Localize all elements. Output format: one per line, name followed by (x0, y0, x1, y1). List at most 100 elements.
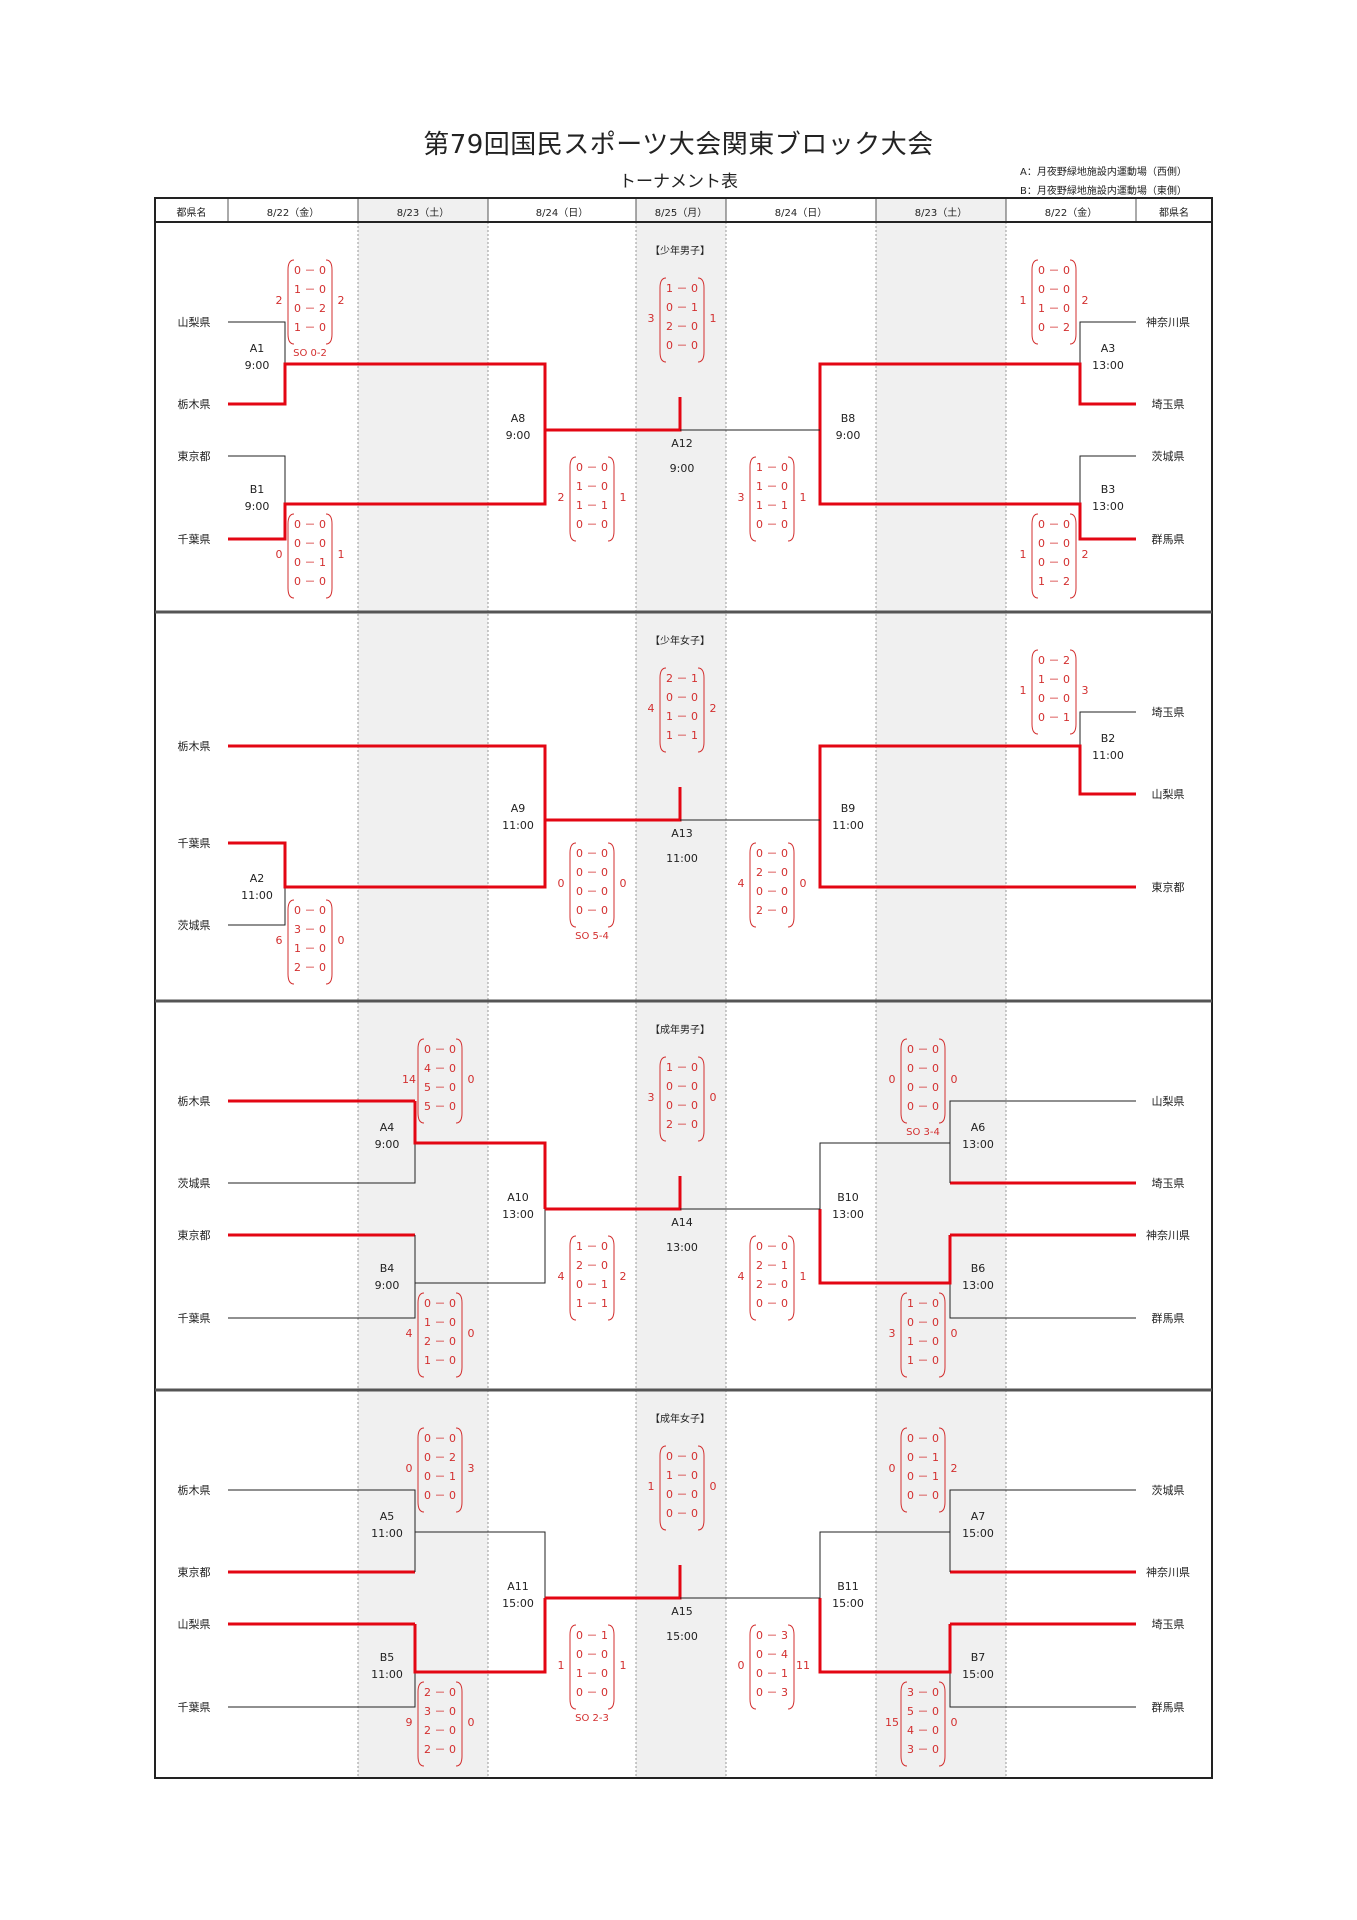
score-bracket-left (417, 1292, 425, 1378)
score-row: 5 － 0 (907, 1705, 939, 1718)
score-row: 0 － 0 (1038, 537, 1070, 550)
match-id: B11 (837, 1580, 859, 1593)
section-label: 【成年女子】 (650, 1412, 710, 1425)
match-id: A10 (507, 1191, 529, 1204)
score-total-right: 2 (1082, 548, 1089, 561)
score-bracket-right (1069, 649, 1077, 735)
team-name: 山梨県 (1152, 1094, 1185, 1108)
match-time: 13:00 (962, 1138, 994, 1151)
score-bracket-right (607, 1235, 615, 1321)
score-row: 0 － 0 (576, 847, 608, 860)
score-row: 2 － 1 (756, 1259, 788, 1272)
match-id: A7 (971, 1510, 986, 1523)
match-id: A3 (1101, 342, 1116, 355)
team-name: 茨城県 (178, 918, 211, 932)
score-row: 1 － 0 (576, 1240, 608, 1253)
score-bracket-left (417, 1038, 425, 1124)
header-cell: 8/24（日） (775, 207, 827, 219)
score-total-right: 0 (710, 1480, 717, 1493)
bracket-line (949, 1283, 1136, 1319)
score-total-left: 0 (889, 1462, 896, 1475)
shootout-note: SO 2-3 (575, 1713, 609, 1724)
match-time: 13:00 (666, 1241, 698, 1254)
score-bracket-left (287, 259, 295, 345)
match-id: A1 (250, 342, 265, 355)
score-row: 0 － 0 (666, 1488, 698, 1501)
match-time: 9:00 (245, 359, 270, 372)
score-row: 0 － 0 (756, 1240, 788, 1253)
score-bracket-left (900, 1292, 908, 1378)
score-bracket-right (787, 1624, 795, 1710)
score-total-left: 3 (889, 1327, 896, 1340)
bracket-line (228, 321, 286, 364)
score-row: 5 － 0 (424, 1100, 456, 1113)
team-name: 茨城県 (178, 1176, 211, 1190)
score-total-left: 4 (738, 877, 745, 890)
shaded-column (358, 198, 488, 1778)
score-row: 0 － 0 (666, 691, 698, 704)
team-name: 茨城県 (1152, 449, 1185, 463)
bracket-line (949, 1672, 1136, 1708)
match-time: 11:00 (241, 889, 273, 902)
score-bracket-left (569, 842, 577, 928)
score-row: 1 － 1 (576, 499, 608, 512)
score-total-right: 2 (1082, 294, 1089, 307)
match-time: 15:00 (502, 1597, 534, 1610)
team-name: 群馬県 (1152, 1311, 1185, 1325)
score-bracket-right (325, 513, 333, 599)
score-row: 0 － 2 (294, 302, 326, 315)
team-name: 神奈川県 (1146, 315, 1190, 329)
score-bracket-left (569, 456, 577, 542)
score-row: 0 － 3 (756, 1629, 788, 1642)
bracket-line (949, 1100, 1136, 1143)
score-bracket-left (900, 1427, 908, 1513)
bracket-line (819, 1142, 951, 1209)
score-row: 5 － 0 (424, 1081, 456, 1094)
team-name: 埼玉県 (1152, 397, 1185, 411)
bracket-line (413, 1598, 547, 1674)
score-row: 1 － 0 (1038, 673, 1070, 686)
score-total-left: 3 (648, 1091, 655, 1104)
score-total-right: 11 (796, 1659, 810, 1672)
team-name: 栃木県 (178, 1094, 211, 1108)
score-row: 0 － 0 (576, 866, 608, 879)
score-row: 0 － 0 (576, 1648, 608, 1661)
bracket-line (818, 362, 1136, 430)
score-row: 0 － 1 (294, 556, 326, 569)
score-row: 1 － 0 (907, 1297, 939, 1310)
score-row: 0 － 0 (907, 1432, 939, 1445)
score-row: 4 － 0 (907, 1724, 939, 1737)
score-bracket-right (607, 1624, 615, 1710)
match-id: B8 (841, 412, 856, 425)
score-row: 1 － 0 (576, 1667, 608, 1680)
match-time: 11:00 (1092, 749, 1124, 762)
match-time: 11:00 (832, 819, 864, 832)
score-total-right: 2 (951, 1462, 958, 1475)
score-row: 0 － 0 (666, 1507, 698, 1520)
team-name: 埼玉県 (1152, 1176, 1185, 1190)
team-name: 山梨県 (1152, 787, 1185, 801)
score-row: 0 － 2 (1038, 654, 1070, 667)
team-name: 山梨県 (178, 1617, 211, 1631)
header-cell: 8/22（金） (267, 206, 319, 219)
score-row: 0 － 0 (907, 1062, 939, 1075)
score-row: 0 － 0 (294, 537, 326, 550)
match-id: A12 (671, 437, 693, 450)
bracket-line (1079, 455, 1136, 504)
score-total-right: 0 (710, 1091, 717, 1104)
score-row: 0 － 0 (294, 518, 326, 531)
score-row: 0 － 0 (294, 575, 326, 588)
score-row: 1 － 0 (294, 321, 326, 334)
score-total-left: 6 (276, 934, 283, 947)
score-row: 0 － 0 (907, 1043, 939, 1056)
score-bracket-right (938, 1427, 946, 1513)
team-name: 東京都 (1152, 880, 1185, 894)
score-row: 2 － 0 (424, 1335, 456, 1348)
team-name: 山梨県 (178, 315, 211, 329)
team-name: 千葉県 (178, 1311, 211, 1325)
match-time: 9:00 (375, 1279, 400, 1292)
score-total-right: 0 (951, 1327, 958, 1340)
score-total-left: 0 (276, 548, 283, 561)
score-row: 1 － 1 (756, 499, 788, 512)
team-name: 群馬県 (1152, 532, 1185, 546)
